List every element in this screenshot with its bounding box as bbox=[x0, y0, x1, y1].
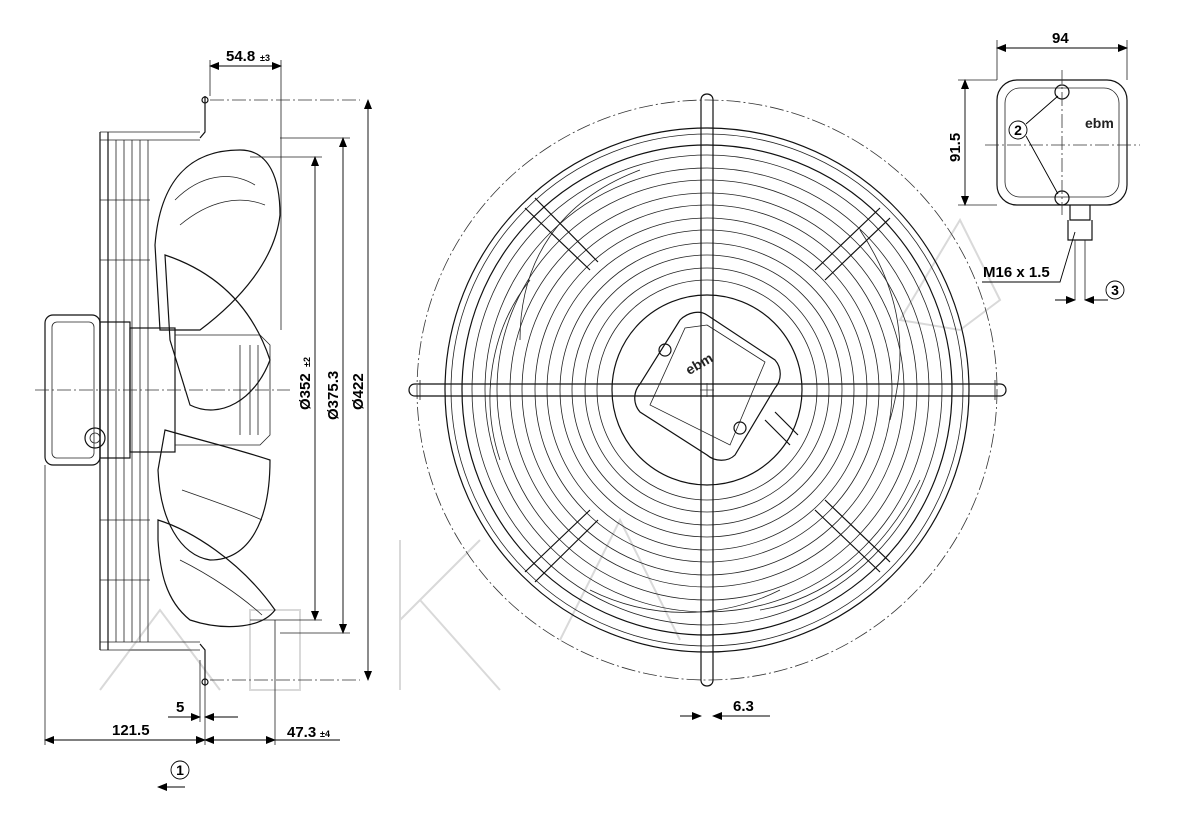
dimension-47-3: 47.3 ±4 bbox=[204, 620, 340, 745]
side-extension-lines bbox=[210, 99, 360, 681]
dim-422-label: Ø422 bbox=[350, 373, 367, 410]
callout-2: 2 bbox=[1008, 95, 1059, 195]
dim-6-3-label: 6.3 bbox=[733, 698, 754, 715]
dim-352-tolerance: ±2 bbox=[302, 357, 312, 367]
blade-sweeps bbox=[489, 169, 921, 613]
dimension-dia-375: Ø375.3 bbox=[280, 137, 350, 634]
hub-logo: ebm bbox=[683, 350, 716, 378]
dim-121-5-label: 121.5 bbox=[112, 722, 150, 739]
box-logo: ebm bbox=[1085, 115, 1114, 131]
mount-foot-bottom bbox=[199, 643, 206, 686]
dimension-54-8: 54.8 ±3 bbox=[209, 48, 282, 330]
front-center-mark bbox=[700, 383, 714, 397]
dim-375-label: Ø375.3 bbox=[325, 371, 342, 420]
dimension-5: 5 bbox=[168, 660, 238, 722]
dimension-dia-422: Ø422 bbox=[350, 99, 372, 681]
callout-1: 1 bbox=[157, 760, 190, 791]
dim-54-8-label: 54.8 bbox=[226, 48, 255, 65]
front-view: ebm 6.3 bbox=[408, 93, 1007, 720]
dimension-91-5: 91.5 bbox=[947, 79, 997, 206]
callout-3: 3 bbox=[1055, 280, 1125, 304]
dim-94-label: 94 bbox=[1052, 30, 1069, 47]
callout-3-label: 3 bbox=[1111, 282, 1119, 298]
motor-hub-front: ebm bbox=[634, 311, 799, 461]
callout-2-label: 2 bbox=[1014, 122, 1022, 138]
dim-91-5-label: 91.5 bbox=[947, 133, 964, 162]
dim-352-label: Ø352 bbox=[297, 373, 314, 410]
dimension-dia-352: Ø352 ±2 bbox=[250, 156, 322, 621]
outline-dia-circle bbox=[416, 99, 998, 681]
guard-rings bbox=[444, 127, 970, 653]
dim-47-3-tolerance: ±4 bbox=[320, 729, 330, 739]
dim-m16-label: M16 x 1.5 bbox=[983, 264, 1050, 281]
guard-side-ribs bbox=[99, 131, 200, 651]
dim-54-8-tolerance: ±3 bbox=[260, 53, 270, 63]
side-view: Ø352 ±2 Ø375.3 Ø422 54.8 ±3 121.5 bbox=[35, 48, 372, 791]
dim-47-3-label: 47.3 bbox=[287, 724, 316, 741]
motor-side bbox=[44, 314, 271, 466]
mount-foot-top bbox=[199, 96, 206, 139]
dimension-6-3: 6.3 bbox=[680, 698, 770, 720]
terminal-box-detail: ebm 94 91.5 M16 x 1.5 2 bbox=[947, 30, 1140, 304]
guard-struts bbox=[524, 197, 891, 583]
dimension-m16: M16 x 1.5 bbox=[982, 231, 1076, 283]
dimension-94: 94 bbox=[996, 30, 1128, 80]
callout-1-label: 1 bbox=[176, 762, 184, 778]
blades-side bbox=[154, 149, 281, 628]
watermark bbox=[99, 217, 1002, 691]
dim-5-label: 5 bbox=[176, 699, 184, 716]
